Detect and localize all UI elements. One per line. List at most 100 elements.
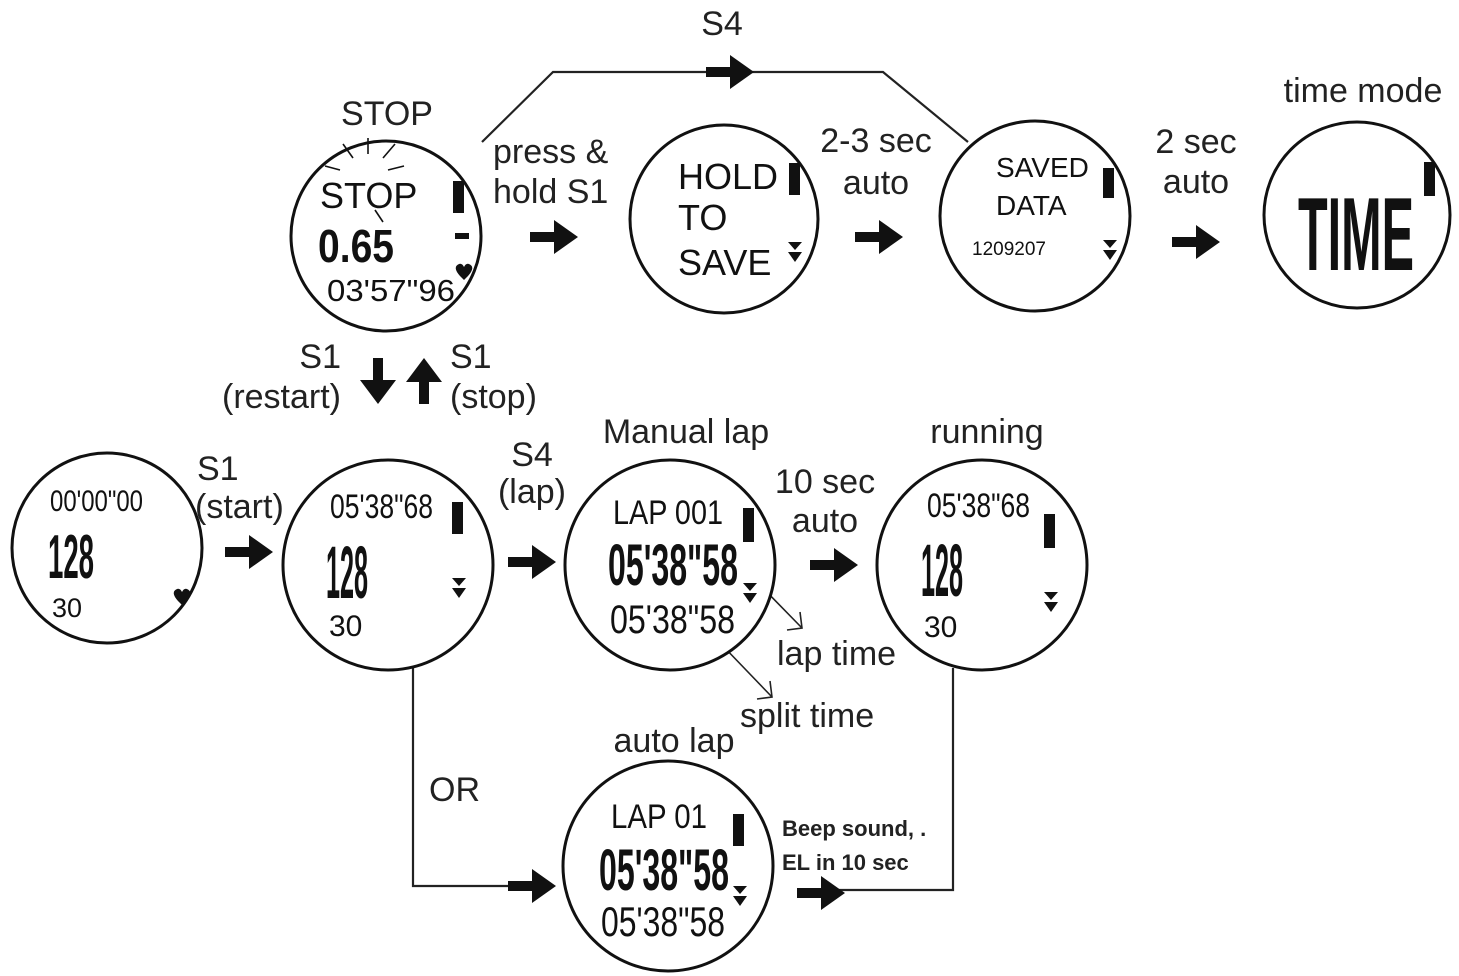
signal-icon — [1103, 240, 1117, 260]
signal-icon — [452, 578, 466, 598]
running-line2: 128 — [921, 529, 963, 612]
label-manual-lap: Manual lap — [603, 413, 769, 451]
label-s4-lap-2: (lap) — [498, 473, 566, 511]
label-2-3-sec: 2-3 sec — [820, 122, 932, 160]
battery-icon — [789, 163, 800, 195]
heart-icon — [455, 263, 473, 280]
battery-icon — [452, 502, 463, 534]
manual-line2: 05'38"58 — [608, 533, 738, 598]
watch-face — [10, 451, 204, 645]
label-s4-lap: S4 — [511, 436, 553, 474]
beep-return-line — [800, 668, 955, 892]
run1-line2: 128 — [326, 531, 368, 614]
label-or: OR — [429, 771, 480, 809]
running-line3: 30 — [924, 611, 957, 644]
battery-icon — [1044, 514, 1055, 548]
arrow-s1-start — [225, 535, 273, 569]
label-auto-lap: auto lap — [614, 722, 735, 760]
watch-running-after-start: 05'38"68 128 30 — [281, 458, 495, 672]
dash-segment-icon — [455, 233, 469, 239]
run1-line1: 05'38"68 — [330, 488, 433, 526]
label-10-sec-auto: auto — [792, 502, 858, 540]
signal-icon — [788, 242, 802, 262]
start-line3: 30 — [52, 593, 82, 623]
label-s1-start: S1 — [197, 450, 239, 488]
label-el-10-sec: EL in 10 sec — [782, 850, 909, 875]
heart-icon — [173, 588, 191, 605]
run1-line3: 30 — [329, 610, 362, 643]
watch-face — [628, 123, 820, 315]
manual-line1: LAP 001 — [613, 494, 723, 532]
signal-icon — [743, 583, 757, 603]
label-s1-stop-2: (stop) — [450, 378, 537, 416]
label-press-hold-2: hold S1 — [493, 173, 608, 211]
stop-line2: 0.65 — [318, 220, 394, 272]
arrow-2-3-sec — [855, 220, 903, 254]
label-s4-top: S4 — [701, 5, 743, 43]
arrow-s4-lap — [508, 545, 556, 579]
label-running: running — [930, 413, 1043, 451]
watch-time-mode: TIME — [1262, 120, 1452, 310]
watch-stop: STOP 0.65 03'57"96 — [289, 138, 483, 333]
running-line1: 05'38"68 — [927, 487, 1030, 525]
battery-icon — [1424, 162, 1435, 196]
label-lap-time: lap time — [777, 635, 896, 673]
watch-face — [875, 458, 1089, 672]
saved-line1: SAVED — [996, 152, 1089, 183]
watch-face — [938, 119, 1132, 313]
label-split-time: split time — [740, 697, 874, 735]
watch-face — [289, 139, 483, 333]
or-branch-line — [411, 668, 515, 888]
battery-icon — [453, 181, 464, 213]
battery-icon — [743, 508, 754, 542]
watch-face — [563, 458, 777, 672]
watch-manual-lap: LAP 001 05'38"58 05'38"58 — [563, 458, 777, 672]
label-2-3-sec-auto: auto — [843, 164, 909, 202]
arrow-s4-top — [706, 55, 754, 89]
signal-icon — [733, 886, 747, 906]
label-press-hold-1: press & — [493, 133, 609, 171]
signal-icon — [1044, 592, 1058, 612]
hold-line3: SAVE — [678, 242, 771, 283]
arrow-or-branch — [508, 869, 556, 903]
manual-line3: 05'38"58 — [610, 598, 735, 642]
auto-line1: LAP 01 — [611, 798, 707, 836]
label-beep-sound: Beep sound, . — [782, 816, 926, 841]
arrow-press-hold — [530, 220, 578, 254]
arrow-s1-restart-down — [360, 358, 396, 404]
label-10-sec: 10 sec — [775, 463, 875, 501]
flash-rays-icon — [324, 138, 405, 223]
battery-icon — [1103, 168, 1114, 198]
watch-face — [281, 458, 495, 672]
split-time-pointer — [721, 644, 773, 700]
label-2-sec-auto: auto — [1163, 163, 1229, 201]
arrow-2-sec — [1172, 225, 1220, 259]
watch-face — [1262, 120, 1452, 310]
label-stop-title: STOP — [341, 95, 433, 133]
start-line1: 00'00"00 — [50, 485, 143, 518]
label-s1-start-2: (start) — [195, 488, 284, 526]
label-s1-stop: S1 — [450, 338, 492, 376]
watch-running: 05'38"68 128 30 — [875, 458, 1089, 672]
watch-hold-to-save: HOLD TO SAVE — [628, 123, 820, 315]
arrow-s1-stop-up — [406, 358, 442, 404]
hold-line2: TO — [678, 197, 727, 238]
watch-saved-data: SAVED DATA 1209207 — [938, 119, 1132, 313]
label-s1-restart-2: (restart) — [222, 378, 341, 416]
label-time-mode: time mode — [1284, 72, 1443, 110]
battery-icon — [733, 814, 744, 846]
watch-auto-lap: LAP 01 05'38"58 05'38"58 — [561, 759, 775, 973]
start-line2: 128 — [48, 523, 94, 592]
stop-line3: 03'57"96 — [327, 273, 455, 308]
arrow-beep — [797, 876, 845, 910]
label-s1-restart: S1 — [299, 338, 341, 376]
watch-face — [561, 759, 775, 973]
hold-line1: HOLD — [678, 156, 778, 197]
watch-start: 00'00"00 128 30 — [10, 451, 204, 645]
auto-line2: 05'38"58 — [599, 838, 729, 903]
arrow-10-sec — [810, 548, 858, 582]
saved-line3: 1209207 — [972, 239, 1046, 260]
time-line1: TIME — [1298, 177, 1414, 293]
saved-line2: DATA — [996, 190, 1067, 221]
